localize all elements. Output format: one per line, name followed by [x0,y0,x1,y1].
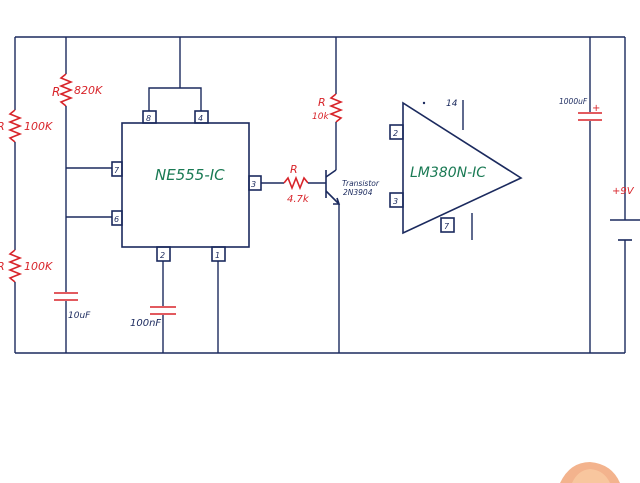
r-upper-label: R [52,85,60,99]
corner-blob-highlight [572,469,610,483]
capacitor-10uf [54,292,78,301]
resistor-top-left [7,109,23,143]
r-bottom-left-value: 100K [24,260,53,273]
lm380n-dot [422,101,426,105]
ne555-pin-7 [111,161,123,177]
r-collector-label: R [318,96,326,109]
r-top-left-value: 100K [24,120,53,133]
ne555-pin-1-label: 1 [215,251,220,260]
ne555-pin-2-label: 2 [160,251,165,260]
capacitor-1000uf [578,112,602,121]
resistor-4-7k [283,175,309,191]
ne555-ic-body [121,122,250,248]
ne555-pin-8-label: 8 [146,114,151,123]
lm380n-pin-2-label: 2 [393,129,398,138]
lm380n-pin-7-label: 7 [444,222,450,231]
lm380n-pin-3 [389,192,404,208]
resistor-820k [58,73,74,107]
ne555-pin-7-label: 7 [114,166,120,175]
ne555-pin-6 [111,210,123,226]
lm380n-ic-label: LM380N-IC [410,165,486,181]
transistor-name: Transistor [342,179,380,188]
ne555-pin-6-label: 6 [114,215,119,224]
r-base-value: 4.7k [287,194,310,205]
cap-supply-value: 1000uF [559,97,588,106]
r-top-left-label: R [0,120,5,133]
lm380n-ic-body [402,101,523,235]
resistor-bottom-left [7,249,23,283]
ne555-pin-3-label: 3 [251,180,256,189]
cap-left-value: 10uF [68,311,91,321]
r-collector-value: 10k [312,112,329,122]
resistor-10k [328,93,344,123]
ne555-pin-4-label: 4 [198,114,203,123]
ne555-ic-label: NE555-IC [155,166,225,184]
transistor-2n3904 [325,169,341,205]
cap-supply-plus: + [592,103,600,114]
battery-symbol [610,219,640,241]
supply-voltage: +9V [612,186,635,197]
transistor-part: 2N3904 [343,188,373,197]
cap-timing-value: 100nF [130,318,161,329]
ne555-vcc-wire [148,87,202,111]
lm380n-pin-7 [440,217,455,233]
lm380n-pin-14-label: 14 [446,99,458,109]
r-bottom-left-label: R [0,260,5,273]
capacitor-100nf [150,306,176,315]
lm380n-pin-2 [389,124,404,140]
r-base-label: R [290,163,298,176]
r-upper-value: 820K [74,84,103,97]
lm380n-pin-3-label: 3 [393,197,398,206]
